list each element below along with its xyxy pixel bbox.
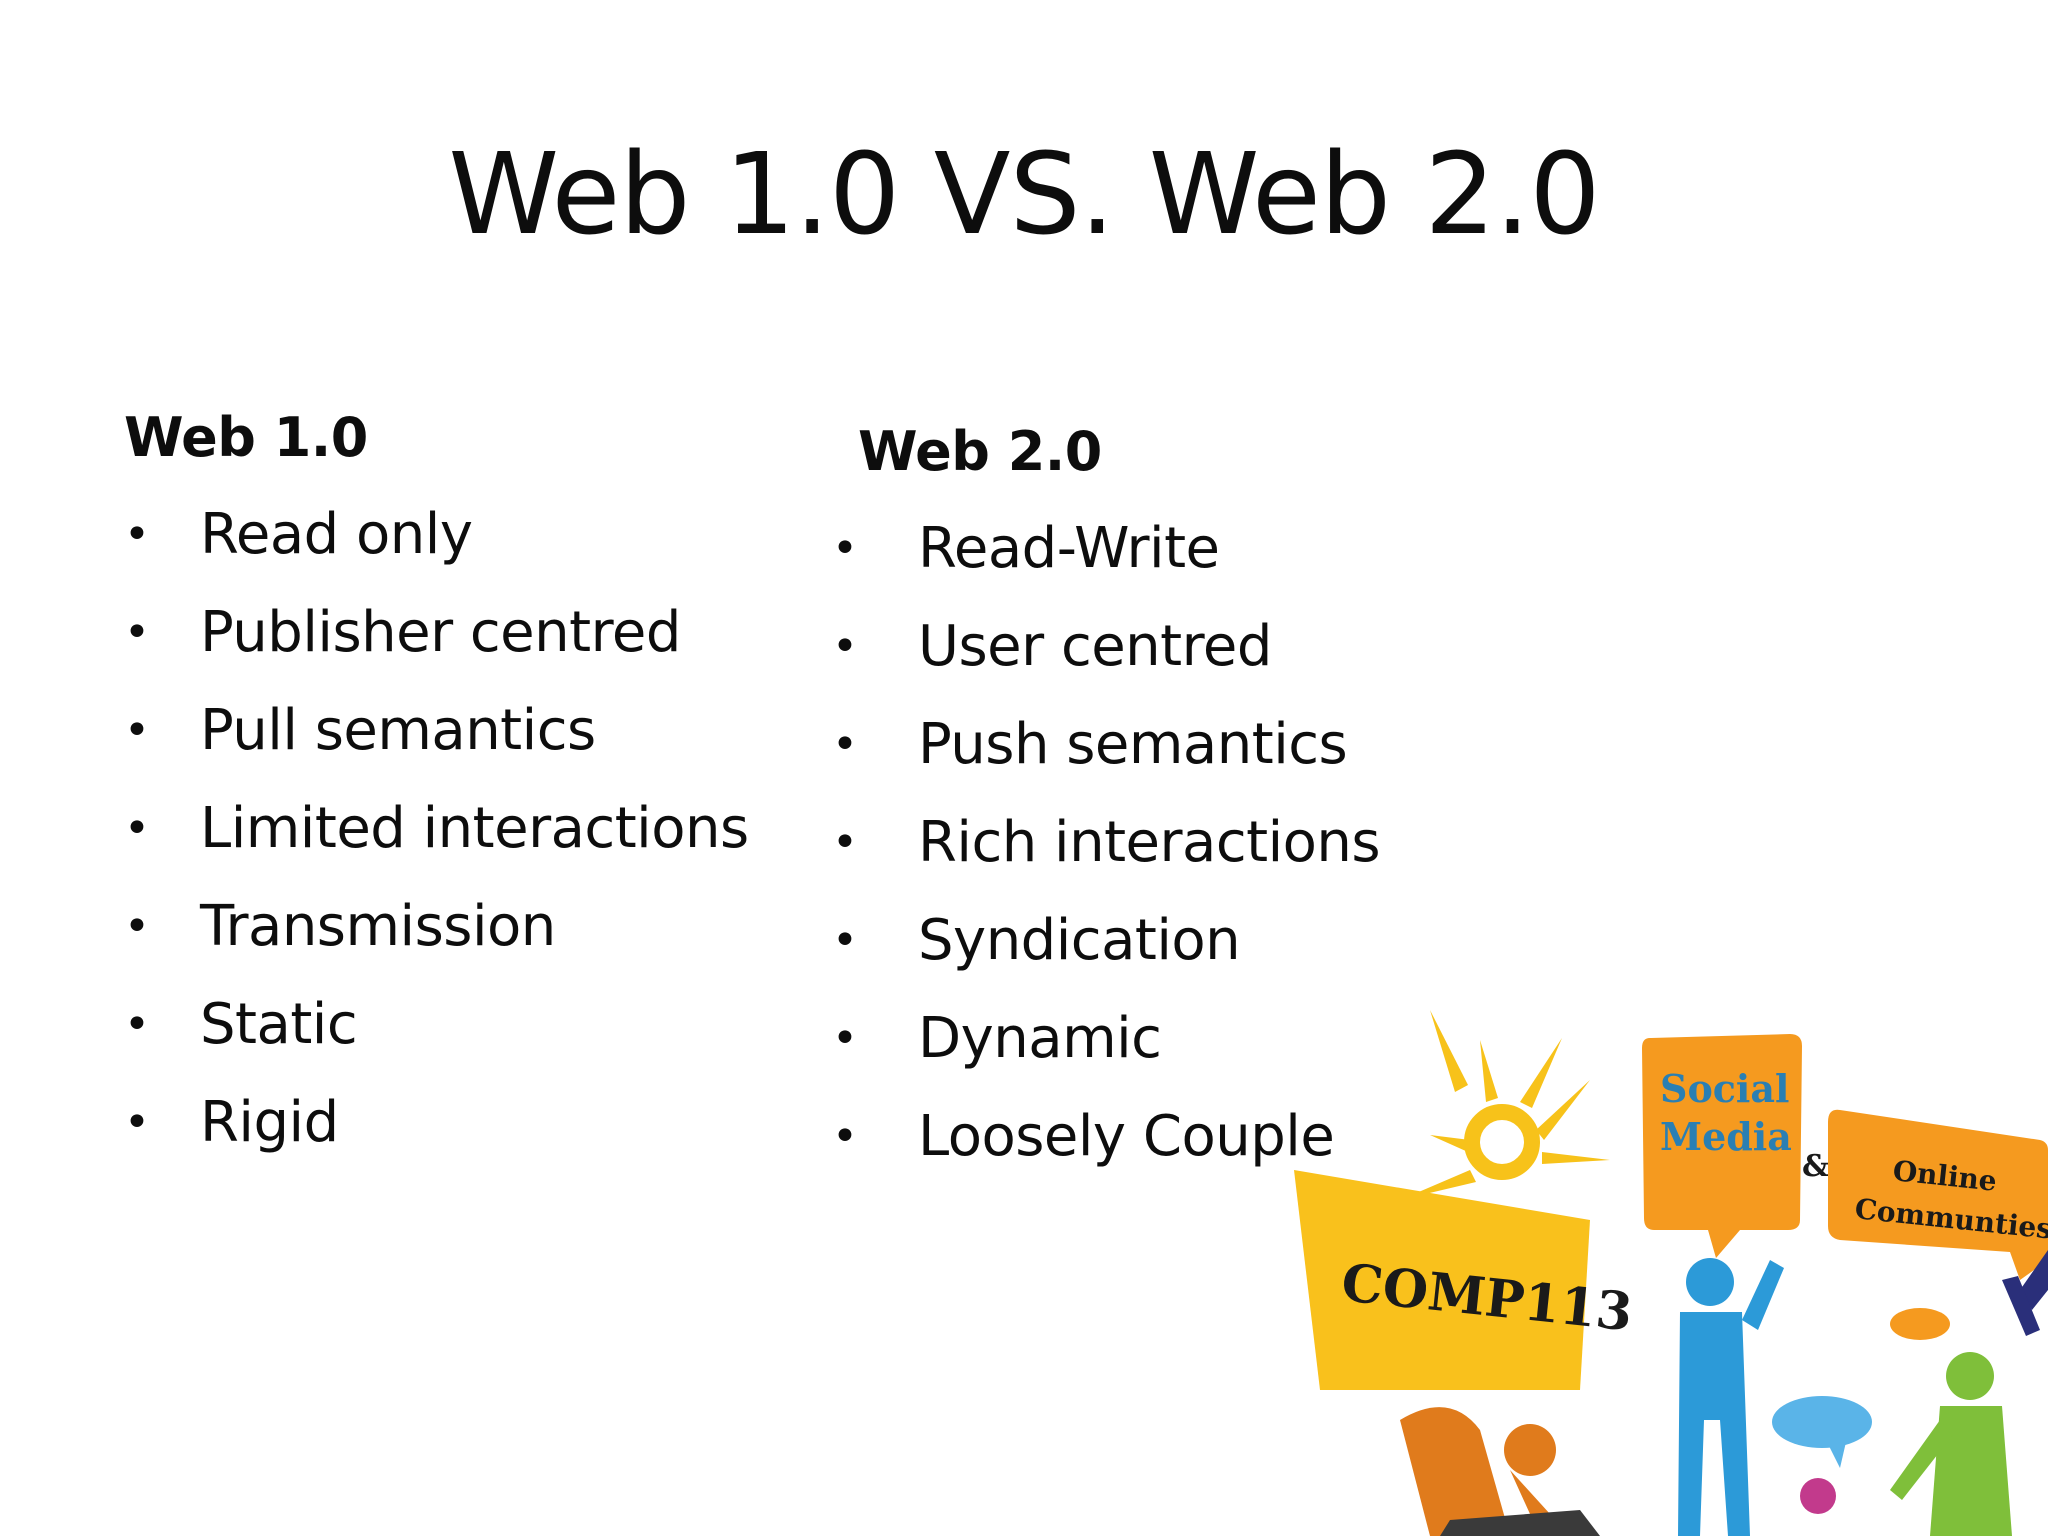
web1-list: •Read only •Publisher centred •Pull sema… [124, 486, 749, 1172]
web2-heading: Web 2.0 [858, 420, 1102, 483]
svg-text:Media: Media [1660, 1114, 1792, 1159]
list-item: •User centred [832, 598, 1272, 696]
list-item: •Limited interactions [124, 780, 749, 878]
bullet-icon: • [832, 1111, 858, 1162]
bullet-icon: • [124, 607, 150, 658]
person-blue-icon [1678, 1258, 1784, 1536]
slide-title: Web 1.0 VS. Web 2.0 [448, 130, 1600, 260]
bullet-icon: • [124, 509, 150, 560]
bullet-icon: • [832, 523, 858, 574]
bullet-icon: • [124, 1097, 150, 1148]
list-item: •Read only [124, 486, 473, 584]
bullet-icon: • [124, 705, 150, 756]
web2-column: Web 2.0 •Read-Write •User centred •Push … [832, 412, 1381, 1186]
bullet-icon: • [124, 901, 150, 952]
social-media-clipart: COMP113 Social Media & Online Communties [1280, 990, 2048, 1536]
list-item: •Transmission [124, 878, 556, 976]
list-item: •Rigid [124, 1074, 368, 1172]
bullet-icon: • [124, 999, 150, 1050]
laptop-icon [1440, 1510, 1600, 1536]
bullet-icon: • [832, 621, 858, 672]
list-item: •Pull semantics [124, 682, 596, 780]
chat-bubble-icon [1772, 1396, 1872, 1468]
bullet-icon: • [832, 817, 858, 868]
magenta-dot-icon [1800, 1478, 1836, 1514]
bullet-icon: • [832, 1013, 858, 1064]
person-green-icon [1890, 1352, 2012, 1536]
sun-icon [1400, 1010, 1610, 1200]
list-item: •Syndication [832, 892, 1241, 990]
social-media-bubble: Social Media [1642, 1034, 1802, 1258]
list-item: •Loosely Couple [832, 1088, 1335, 1186]
list-item: •Read-Write [832, 500, 1220, 598]
small-bubble-icon [1890, 1308, 1950, 1340]
bullet-icon: • [832, 915, 858, 966]
list-item: •Dynamic [832, 990, 1162, 1088]
list-item: •Publisher centred [124, 584, 681, 682]
comp113-sign: COMP113 [1294, 1170, 1635, 1390]
bullet-icon: • [832, 719, 858, 770]
list-item: •Rich interactions [832, 794, 1381, 892]
list-item: •Static [124, 976, 368, 1074]
clipart-image: COMP113 Social Media & Online Communties [1294, 1010, 2048, 1536]
web1-column: Web 1.0 •Read only •Publisher centred •P… [124, 398, 749, 1172]
web1-heading: Web 1.0 [124, 406, 368, 469]
list-item: •Push semantics [832, 696, 1348, 794]
svg-text:Social: Social [1660, 1066, 1789, 1111]
bullet-icon: • [124, 803, 150, 854]
web2-list: •Read-Write •User centred •Push semantic… [832, 500, 1381, 1186]
online-communities-bubble: Online Communties [1828, 1109, 2048, 1280]
person-navy-icon [2002, 1250, 2048, 1336]
ampersand-label: & [1802, 1149, 1829, 1184]
person-orange-icon [1400, 1407, 1570, 1536]
